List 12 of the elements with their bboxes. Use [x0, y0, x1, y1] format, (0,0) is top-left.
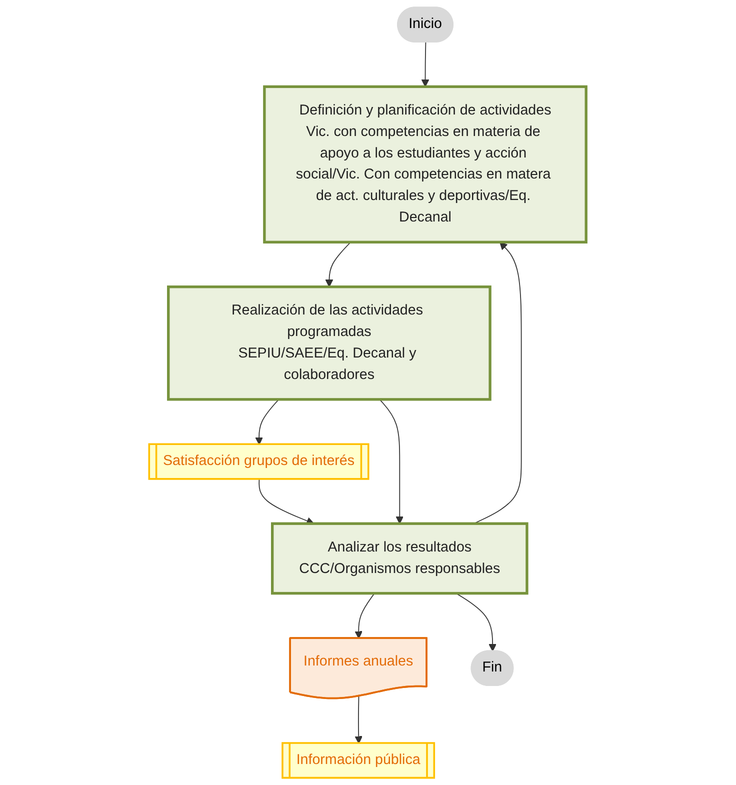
arrow: [380, 398, 404, 524]
arrow: [474, 242, 522, 524]
arrow: [256, 398, 280, 445]
node-box: Definición y planificación de actividades Vic. con competencias en materia de apoyo a los estudiantes y acción social/Vic. Con competencias en matera de act. culturales y deportivas/Eq. Decanal: [263, 85, 588, 244]
arrow: [259, 478, 315, 525]
arrow: [422, 42, 430, 88]
node-box: Analizar los resultados CCC/Organismos responsables: [271, 522, 529, 595]
arrow: [355, 592, 376, 639]
arrow: [326, 242, 352, 288]
arrow: [355, 696, 363, 744]
node-box: Realización de las actividades programadas SEPIU/SAEE/Eq. Decanal y colaboradores: [167, 286, 492, 401]
arrow: [456, 592, 497, 652]
